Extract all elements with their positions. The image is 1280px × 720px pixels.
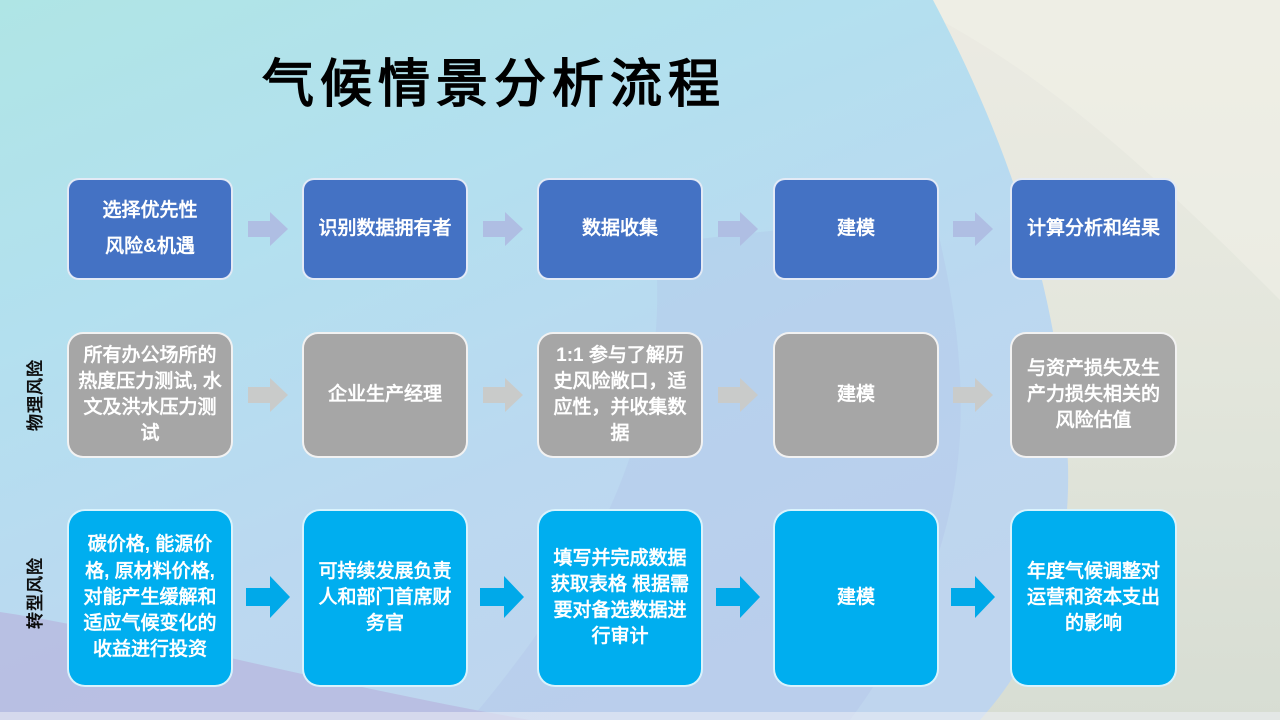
flow-box-production-manager: 企业生产经理 (302, 332, 468, 458)
flow-box-annual-climate-adjustment: 年度气候调整对运营和资本支出的影响 (1010, 509, 1177, 687)
arrow-right-icon (246, 576, 290, 618)
arrow-right-icon (480, 576, 524, 618)
flow-box-physical-stress-tests: 所有办公场所的热度压力测试, 水文及洪水压力测试 (67, 332, 233, 458)
arrow-right-icon (951, 576, 995, 618)
flow-box-engage-history-exposure: 1:1 参与了解历史风险敞口，适应性，并收集数据 (537, 332, 703, 458)
flow-box-modeling-physical: 建模 (773, 332, 939, 458)
arrow-right-icon (483, 212, 523, 246)
flow-box-data-form-audit: 填写并完成数据获取表格 根据需要对备选数据进行审计 (537, 509, 703, 687)
flow-box-risk-valuation: 与资产损失及生产力损失相关的风险估值 (1010, 332, 1177, 458)
flow-box-modeling-main: 建模 (773, 178, 939, 280)
row-label-physical-risk: 物理风险 (26, 359, 45, 431)
arrow-right-icon (248, 378, 288, 412)
arrow-right-icon (716, 576, 760, 618)
flow-box-sustainability-cfo: 可持续发展负责人和部门首席财务官 (302, 509, 468, 687)
arrow-right-icon (953, 378, 993, 412)
arrow-right-icon (483, 378, 523, 412)
arrow-right-icon (248, 212, 288, 246)
flow-box-data-collection: 数据收集 (537, 178, 703, 280)
arrow-right-icon (718, 378, 758, 412)
row-label-transition-risk: 转型风险 (26, 557, 45, 629)
flow-box-modeling-transition: 建模 (773, 509, 939, 687)
flow-box-calc-results: 计算分析和结果 (1010, 178, 1177, 280)
arrow-right-icon (953, 212, 993, 246)
flow-box-identify-data-owners: 识别数据拥有者 (302, 178, 468, 280)
flow-box-carbon-energy-prices: 碳价格, 能源价格, 原材料价格, 对能产生缓解和适应气候变化的收益进行投资 (67, 509, 233, 687)
slide-title: 气候情景分析流程 (262, 56, 727, 114)
flow-box-select-priority: 选择优先性 风险&机遇 (67, 178, 233, 280)
arrow-right-icon (718, 212, 758, 246)
